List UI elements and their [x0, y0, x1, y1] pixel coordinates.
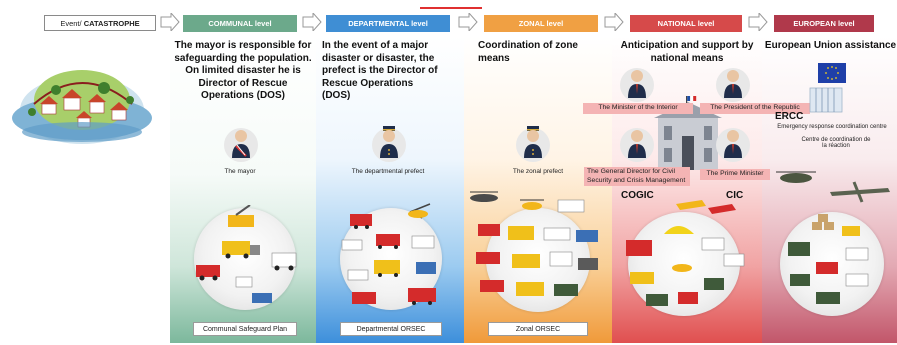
event-prefix: Event/ — [60, 19, 84, 28]
minister-interior-label: The Minister of the Interior — [583, 103, 693, 114]
departmental-prefect-label: The departmental prefect — [351, 168, 425, 175]
official-icon — [628, 130, 646, 158]
general-director-label: The General Director for Civil Security … — [584, 167, 690, 186]
prefect-icon — [524, 126, 542, 158]
tab-national-level: NATIONAL level — [630, 15, 742, 32]
communal-vehicles-illustration — [196, 205, 297, 303]
zonal-vehicles-illustration — [470, 191, 598, 296]
zonal-prefect-label: The zonal prefect — [512, 168, 564, 175]
european-aircraft-illustration — [776, 171, 890, 203]
mayor-icon — [232, 130, 250, 158]
eu-flag-icon — [818, 63, 846, 83]
ercc-english-label: Emergency response coordination centre — [777, 124, 887, 130]
zonal-title: Coordination of zone means — [478, 40, 578, 64]
president-label: The President of the Republic — [700, 103, 810, 114]
chevron-right-icon — [160, 13, 180, 31]
ercc-building-icon — [809, 87, 843, 113]
national-title: Anticipation and support by national mea… — [620, 40, 754, 64]
accent-line — [420, 7, 482, 9]
tab-communal-level: COMMUNAL level — [183, 15, 297, 32]
event-label: CATASTROPHE — [83, 19, 140, 28]
tab-departmental-level: DEPARTMENTAL level — [326, 15, 450, 32]
european-title: European Union assistance — [764, 40, 897, 51]
chevron-right-icon — [604, 13, 624, 31]
official-icon — [724, 70, 742, 98]
mayor-label: The mayor — [224, 168, 256, 175]
prime-minister-label: The Prime Minister — [700, 169, 770, 180]
zonal-plan-box: Zonal ORSEC — [488, 322, 588, 336]
european-vehicles-illustration — [788, 214, 869, 304]
chevron-right-icon — [748, 13, 768, 31]
prefect-icon — [380, 126, 398, 158]
cogic-label: COGIC — [621, 190, 654, 201]
departmental-title: In the event of a major disaster or disa… — [322, 40, 438, 101]
chevron-right-icon — [302, 13, 322, 31]
official-icon — [628, 70, 646, 98]
flood-disaster-illustration — [12, 70, 152, 144]
ercc-label: ERCC — [775, 111, 804, 122]
departmental-vehicles-illustration — [341, 203, 436, 305]
chevron-right-icon — [458, 13, 478, 31]
communal-plan-box: Communal Safeguard Plan — [193, 322, 297, 336]
ercc-french-label: Centre de coordination de la réaction — [801, 137, 871, 149]
departmental-plan-box: Departmental ORSEC — [340, 322, 442, 336]
tab-zonal-level: ZONAL level — [484, 15, 598, 32]
tab-european-level: EUROPEAN level — [774, 15, 874, 32]
cic-label: CIC — [726, 190, 744, 201]
official-icon — [724, 130, 742, 158]
national-vehicles-illustration — [626, 200, 745, 306]
communal-title: The mayor is responsible for safeguardin… — [174, 40, 312, 101]
event-catastrophe-box: Event/ CATASTROPHE — [44, 15, 156, 31]
